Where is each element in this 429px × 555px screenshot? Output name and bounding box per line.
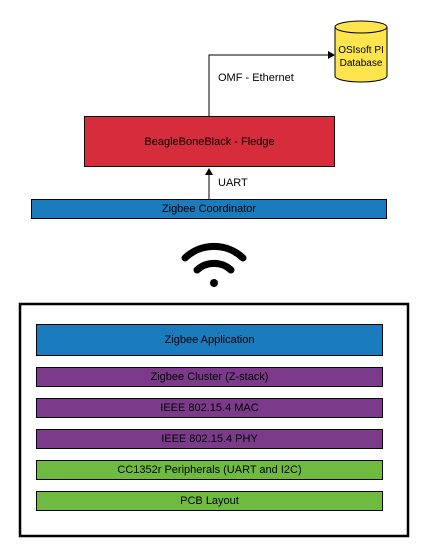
stack-layer-ieee-phy: IEEE 802.15.4 PHY [36,429,383,449]
omf-connector-line [208,54,330,116]
stack-layer-label: CC1352r Peripherals (UART and I2C) [117,464,302,476]
omf-arrowhead [328,51,335,59]
stack-layer-label: IEEE 802.15.4 PHY [161,433,258,445]
device-stack-frame [18,302,410,538]
stack-layer-cc1352r-peripherals: CC1352r Peripherals (UART and I2C) [36,460,383,480]
omf-ethernet-label: OMF - Ethernet [218,72,294,84]
gateway-label: BeagleBoneBlack - Fledge [144,135,275,148]
stack-layer-label: Zigbee Application [164,334,255,346]
stack-layer-pcb-layout: PCB Layout [36,491,383,511]
zigbee-coordinator-label: Zigbee Coordinator [161,203,257,215]
database-label: OSIsoft PI Database [335,44,387,70]
gateway-box: BeagleBoneBlack - Fledge [84,116,335,167]
uart-arrowhead [205,168,213,175]
wifi-icon [181,242,247,287]
stack-layer-label: Zigbee Cluster (Z-stack) [150,371,269,383]
database-label-line1: OSIsoft PI [338,45,384,56]
uart-label: UART [218,177,248,189]
database-cylinder-icon [334,20,388,83]
database-label-line2: Database [339,58,383,69]
zigbee-coordinator-box: Zigbee Coordinator [31,199,387,219]
stack-layer-label: IEEE 802.15.4 MAC [160,402,259,414]
stack-layer-ieee-mac: IEEE 802.15.4 MAC [36,398,383,418]
stack-layer-zigbee-cluster: Zigbee Cluster (Z-stack) [36,367,383,387]
stack-layer-zigbee-application: Zigbee Application [36,324,383,356]
stack-layer-label: PCB Layout [180,495,239,507]
